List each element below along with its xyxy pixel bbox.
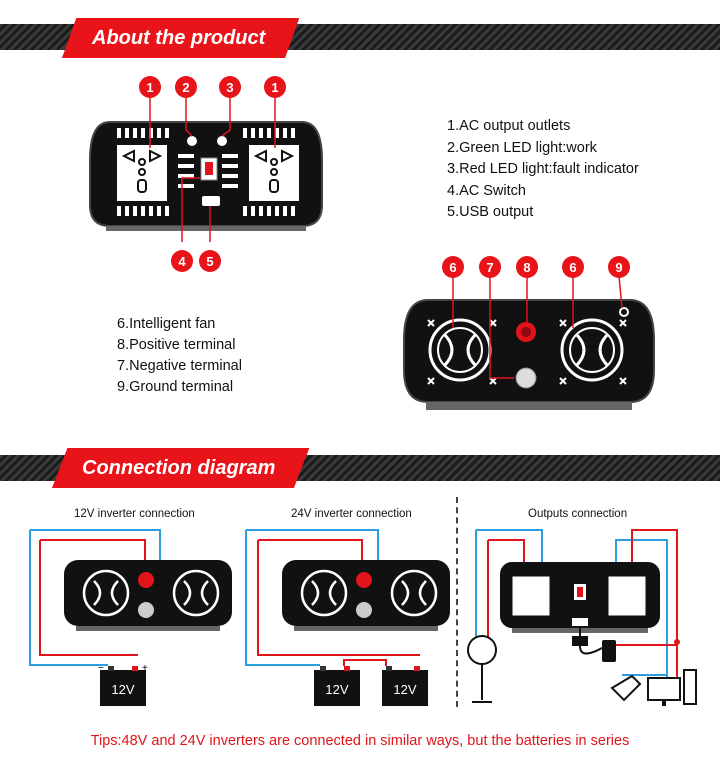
- minus-sign: −: [98, 663, 104, 674]
- back-legend: 6.Intelligent fan 8.Positive terminal 7.…: [117, 314, 242, 398]
- legend-item: 6.Intelligent fan: [117, 316, 216, 332]
- back-panel-diagram: 6 7 8 6 9: [403, 256, 655, 410]
- marker-6a: 6: [449, 260, 456, 275]
- battery-label: 12V: [325, 682, 348, 697]
- diagram-24v-label: 24V inverter connection: [291, 508, 412, 520]
- front-legend: 1.AC output outlets 2.Green LED light:wo…: [447, 116, 639, 224]
- about-banner: About the product: [62, 18, 300, 58]
- divider-dashed: [456, 497, 458, 707]
- marker-8: 8: [523, 260, 530, 275]
- marker-7: 7: [486, 260, 493, 275]
- marker-1a: 1: [146, 80, 153, 95]
- plus-sign: +: [142, 663, 148, 674]
- legend-item: 1.AC output outlets: [447, 118, 571, 134]
- marker-4: 4: [178, 254, 186, 269]
- marker-5: 5: [206, 254, 213, 269]
- marker-6b: 6: [569, 260, 576, 275]
- legend-item: 4.AC Switch: [447, 182, 526, 199]
- diagram-12v-label: 12V inverter connection: [74, 508, 195, 520]
- fan-left: [428, 318, 492, 382]
- diagram-24v: 12V 12V: [245, 529, 450, 706]
- battery-label: 12V: [111, 682, 134, 697]
- diagram-12v: 12V − +: [29, 529, 232, 706]
- ac-outlet-right: [247, 143, 301, 203]
- marker-2: 2: [182, 80, 189, 95]
- tips-text: Tips:48V and 24V inverters are connected…: [90, 733, 630, 749]
- ac-outlet-left: [115, 143, 169, 203]
- fan-right: [560, 318, 624, 382]
- diagram-outputs-label: Outputs connection: [528, 508, 628, 520]
- legend-item: 8.Positive terminal: [117, 337, 236, 353]
- marker-1b: 1: [271, 80, 278, 95]
- marker-3: 3: [226, 80, 233, 95]
- legend-item: 9.Ground terminal: [117, 379, 234, 395]
- legend-item: 3.Red LED light:fault indicator: [447, 161, 639, 177]
- legend-item: 7.Negative terminal: [117, 358, 242, 374]
- about-title: About the product: [92, 27, 266, 49]
- legend-item: 5.USB output: [447, 204, 534, 220]
- connection-banner: Connection diagram: [52, 448, 310, 488]
- connection-title: Connection diagram: [82, 457, 276, 479]
- legend-item: 2.Green LED light:work: [447, 139, 597, 156]
- battery-label: 12V: [393, 682, 416, 697]
- front-panel-diagram: 1 2 3 1 4 5: [89, 76, 323, 272]
- marker-9: 9: [615, 260, 622, 275]
- diagram-outputs: [467, 529, 697, 706]
